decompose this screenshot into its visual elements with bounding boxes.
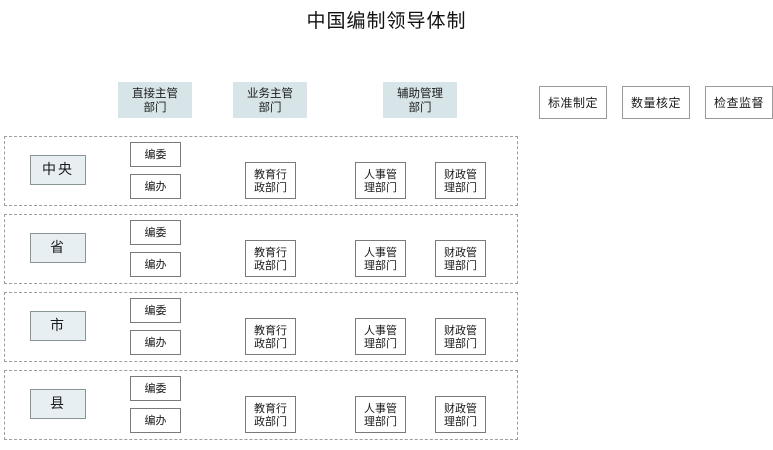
unit-box-city-bianwei[interactable]: 编委 bbox=[130, 298, 181, 323]
unit-box-county-bianwei[interactable]: 编委 bbox=[130, 376, 181, 401]
unit-box-city-finance[interactable]: 财政管 理部门 bbox=[435, 318, 486, 355]
function-box-quota-verification[interactable]: 数量核定 bbox=[622, 86, 690, 119]
level-band-central bbox=[4, 136, 518, 206]
unit-box-county-bianban[interactable]: 编办 bbox=[130, 408, 181, 433]
unit-box-province-bianwei[interactable]: 编委 bbox=[130, 220, 181, 245]
unit-box-county-finance[interactable]: 财政管 理部门 bbox=[435, 396, 486, 433]
function-box-standard-setting[interactable]: 标准制定 bbox=[539, 86, 607, 119]
unit-box-central-bianban[interactable]: 编办 bbox=[130, 174, 181, 199]
unit-box-province-personnel[interactable]: 人事管 理部门 bbox=[355, 240, 406, 277]
level-chip-province[interactable]: 省 bbox=[30, 233, 86, 263]
unit-box-city-education[interactable]: 教育行 政部门 bbox=[245, 318, 296, 355]
page-title: 中国编制领导体制 bbox=[306, 10, 467, 32]
unit-box-county-education[interactable]: 教育行 政部门 bbox=[245, 396, 296, 433]
unit-box-central-education[interactable]: 教育行 政部门 bbox=[245, 162, 296, 199]
level-band-county bbox=[4, 370, 518, 440]
function-box-inspection-supervision[interactable]: 检查监督 bbox=[705, 86, 773, 119]
unit-box-central-finance[interactable]: 财政管 理部门 bbox=[435, 162, 486, 199]
level-chip-central[interactable]: 中央 bbox=[30, 155, 86, 185]
unit-box-city-bianban[interactable]: 编办 bbox=[130, 330, 181, 355]
unit-box-province-education[interactable]: 教育行 政部门 bbox=[245, 240, 296, 277]
level-chip-county[interactable]: 县 bbox=[30, 389, 86, 419]
level-band-province bbox=[4, 214, 518, 284]
column-header-direct-supervisor-dept: 直接主管 部门 bbox=[118, 82, 192, 118]
unit-box-province-finance[interactable]: 财政管 理部门 bbox=[435, 240, 486, 277]
unit-box-city-personnel[interactable]: 人事管 理部门 bbox=[355, 318, 406, 355]
level-chip-city[interactable]: 市 bbox=[30, 311, 86, 341]
column-header-business-supervisor-dept: 业务主管 部门 bbox=[233, 82, 307, 118]
unit-box-province-bianban[interactable]: 编办 bbox=[130, 252, 181, 277]
unit-box-central-personnel[interactable]: 人事管 理部门 bbox=[355, 162, 406, 199]
level-band-city bbox=[4, 292, 518, 362]
unit-box-central-bianwei[interactable]: 编委 bbox=[130, 142, 181, 167]
unit-box-county-personnel[interactable]: 人事管 理部门 bbox=[355, 396, 406, 433]
column-header-auxiliary-management-dept: 辅助管理 部门 bbox=[383, 82, 457, 118]
